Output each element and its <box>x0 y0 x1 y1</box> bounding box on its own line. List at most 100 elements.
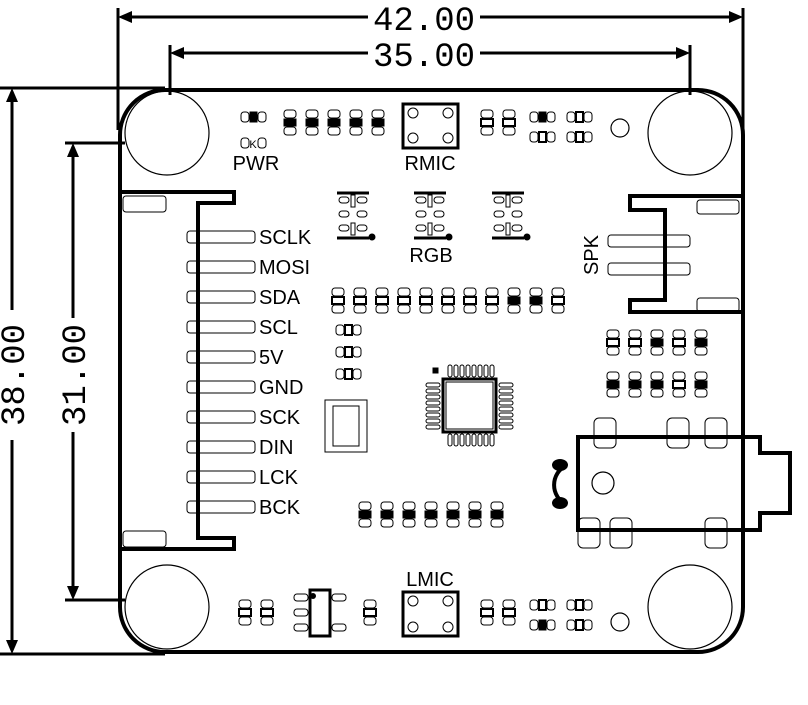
resistor <box>529 131 556 143</box>
resistor <box>672 329 686 356</box>
resistor <box>238 599 252 626</box>
pin-scl: SCL <box>186 317 298 339</box>
resistor <box>363 599 377 626</box>
resistor <box>566 619 593 631</box>
pin-pad <box>186 380 256 394</box>
pin-label: 5V <box>259 347 284 369</box>
dimension-lines <box>0 8 745 656</box>
resistor <box>327 109 341 136</box>
pin-pad <box>186 320 256 334</box>
pin-bck: BCK <box>186 497 301 519</box>
arrowheads <box>6 11 743 654</box>
pin-pad <box>186 470 256 484</box>
passive-components <box>238 109 708 631</box>
pin-pad <box>186 440 256 454</box>
pin-label: MOSI <box>259 257 310 279</box>
mounting-hole <box>647 564 733 650</box>
resistor <box>628 371 642 398</box>
audio-jack <box>576 417 792 549</box>
resistor <box>650 329 664 356</box>
resistor <box>335 346 362 358</box>
mounting-hole <box>647 90 733 176</box>
pin-pad <box>186 500 256 514</box>
resistor <box>240 111 267 123</box>
pin-label: SDA <box>259 287 301 309</box>
resistor <box>529 619 556 631</box>
resistor <box>566 111 593 123</box>
headphone-icon <box>552 459 568 509</box>
label-rmic: RMIC <box>404 153 455 175</box>
pin-label: SCL <box>259 317 298 339</box>
test-points <box>610 118 630 632</box>
resistor <box>335 324 362 336</box>
resistor <box>606 329 620 356</box>
resistor <box>446 501 460 528</box>
pin-pad <box>186 260 256 274</box>
resistor <box>331 287 345 314</box>
resistor <box>529 599 556 611</box>
rgb-led <box>414 191 453 241</box>
pin-sda: SDA <box>186 287 301 309</box>
resistor <box>480 599 494 626</box>
resistor <box>566 599 593 611</box>
mounting-hole <box>124 564 210 650</box>
pin-5v: 5V <box>186 347 284 369</box>
resistor <box>240 137 267 149</box>
resistor <box>424 501 438 528</box>
resistor <box>672 371 686 398</box>
dim-overall-width: 42.00 <box>373 3 475 41</box>
resistor <box>397 287 411 314</box>
resistor <box>419 287 433 314</box>
resistor <box>349 109 363 136</box>
resistor <box>468 501 482 528</box>
dim-hole-spacing-x: 35.00 <box>373 39 475 77</box>
label-lmic: LMIC <box>406 569 454 591</box>
resistor <box>529 111 556 123</box>
resistor <box>283 109 297 136</box>
resistor <box>529 287 543 314</box>
resistor <box>375 287 389 314</box>
pin-label: SCK <box>259 407 301 429</box>
mcu-chip <box>425 364 514 447</box>
resistor <box>402 501 416 528</box>
resistor <box>371 109 385 136</box>
resistor <box>551 287 565 314</box>
resistor <box>441 287 455 314</box>
sot-transistor <box>293 588 347 638</box>
dim-hole-spacing-y: 31.00 <box>58 324 96 426</box>
crystal <box>324 399 368 453</box>
pin-label: DIN <box>259 437 293 459</box>
resistor <box>606 371 620 398</box>
rgb-led <box>337 191 376 241</box>
pin-pad <box>186 290 256 304</box>
resistor <box>694 371 708 398</box>
board-outline <box>118 88 745 654</box>
resistor <box>260 599 274 626</box>
lmic-switch <box>401 590 460 638</box>
rmic-switch <box>401 102 460 150</box>
mounting-holes <box>124 90 733 650</box>
resistor <box>480 109 494 136</box>
resistor <box>305 109 319 136</box>
resistor <box>628 329 642 356</box>
pin-label: BCK <box>259 497 301 519</box>
pin-lck: LCK <box>186 467 299 489</box>
resistor <box>463 287 477 314</box>
pin-pad <box>186 230 256 244</box>
label-pwr: PWR <box>233 153 280 175</box>
pin-pad <box>186 350 256 364</box>
rgb-led <box>492 191 531 241</box>
pin-list: SCLK MOSI SDA SCL 5V GND SCK DIN LCK BCK <box>186 227 312 519</box>
pin-sclk: SCLK <box>186 227 312 249</box>
pin-gnd: GND <box>186 377 303 399</box>
resistor <box>380 501 394 528</box>
led-polarity-mark: K <box>249 139 257 151</box>
resistor <box>502 599 516 626</box>
pin-label: LCK <box>259 467 299 489</box>
spk-connector <box>607 194 743 314</box>
pin-sck: SCK <box>186 407 301 429</box>
resistor <box>694 329 708 356</box>
dim-overall-height: 38.00 <box>0 324 35 426</box>
